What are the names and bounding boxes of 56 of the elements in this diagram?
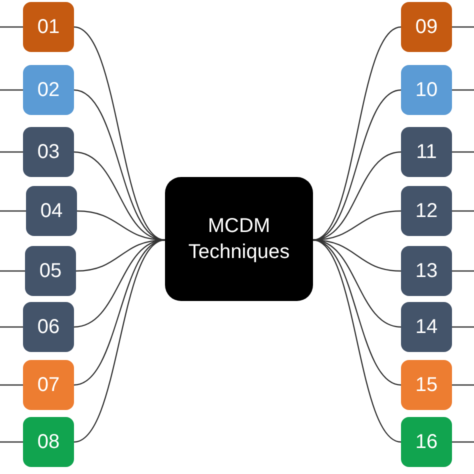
item-number: 02 (37, 78, 60, 103)
connector-line (0, 26, 23, 28)
connector-line (0, 441, 23, 443)
connector-line (452, 326, 474, 328)
numbered-box (401, 302, 452, 352)
numbered-box (401, 127, 452, 177)
numbered-box (23, 65, 74, 115)
numbered-box (25, 246, 76, 296)
item-number: 15 (415, 373, 438, 398)
numbered-box (23, 127, 74, 177)
connector-line (452, 270, 474, 272)
connector-line (452, 384, 474, 386)
connector-line (74, 89, 166, 241)
numbered-box (23, 417, 74, 467)
connector-line (452, 151, 474, 153)
item-number: 07 (37, 373, 60, 398)
numbered-box (23, 360, 74, 410)
connector-line (312, 89, 402, 241)
numbered-box (401, 246, 452, 296)
connector-line (452, 210, 474, 212)
connector-line (312, 239, 402, 443)
item-number: 13 (415, 259, 438, 284)
connector-line (0, 384, 23, 386)
connector-line (0, 270, 25, 272)
numbered-box (23, 302, 74, 352)
numbered-box (401, 417, 452, 467)
numbered-box (401, 360, 452, 410)
item-number: 06 (37, 315, 60, 340)
connector-line (452, 26, 474, 28)
connector-line (312, 151, 402, 241)
topic-label: MCDM Techniques (187, 214, 291, 265)
numbered-box (401, 2, 452, 52)
item-number: 03 (37, 140, 60, 165)
item-number: 10 (415, 78, 438, 103)
item-number: 09 (415, 15, 438, 40)
connector-line (0, 89, 23, 91)
numbered-box (401, 186, 452, 236)
connector-line (0, 210, 26, 212)
connector-line (74, 239, 166, 443)
central-topic-box (165, 177, 313, 301)
numbered-box (23, 2, 74, 52)
connector-line (74, 151, 166, 241)
item-number: 11 (416, 140, 437, 165)
item-number: 08 (37, 430, 60, 455)
item-number: 12 (415, 199, 438, 224)
item-number: 16 (415, 430, 438, 455)
item-number: 05 (39, 259, 62, 284)
numbered-box (26, 186, 77, 236)
item-number: 14 (415, 315, 438, 340)
numbered-box (401, 65, 452, 115)
connector-line (0, 151, 23, 153)
connector-line (0, 326, 23, 328)
item-number: 04 (40, 199, 63, 224)
connector-line (452, 89, 474, 91)
connector-line (452, 441, 474, 443)
item-number: 01 (37, 15, 60, 40)
